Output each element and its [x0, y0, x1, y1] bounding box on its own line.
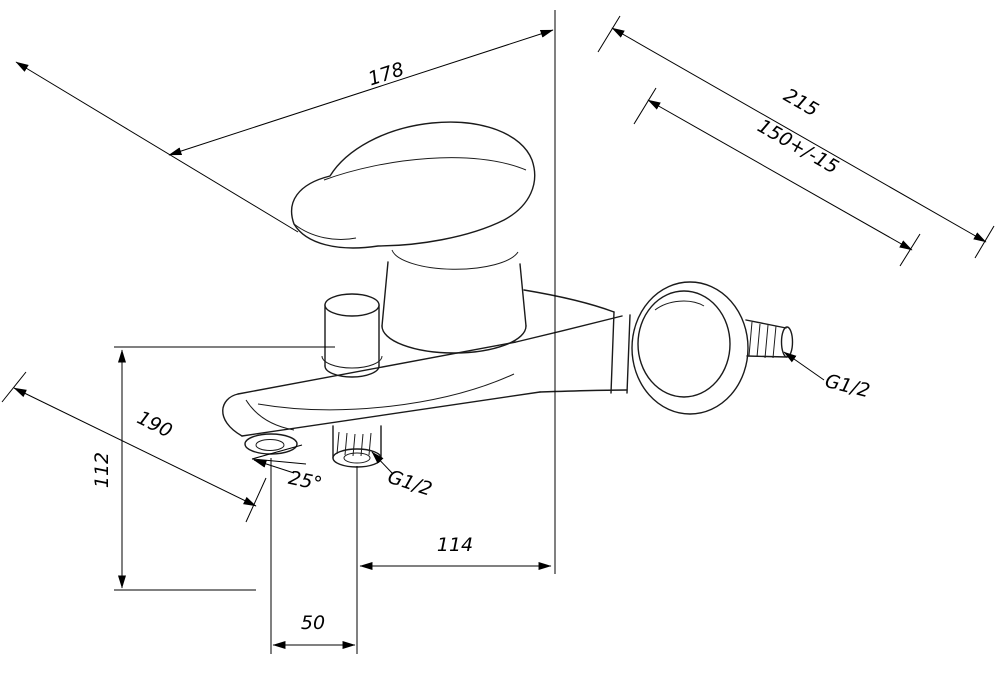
dim-label-190: 190: [134, 407, 176, 443]
dimension-annotations: 178 215 150+/-15 G1/2 190: [1, 10, 995, 654]
dim-label-215: 215: [780, 84, 822, 121]
dimension-114: 114: [356, 10, 556, 654]
dimension-112: 112: [91, 346, 335, 591]
thread-label-right-text: G1/2: [823, 370, 872, 402]
wall-thread-nipple: [745, 319, 794, 359]
shower-outlet-thread: [332, 425, 382, 468]
dim-label-25: 25°: [286, 467, 324, 496]
dimension-angle-25: 25°: [251, 444, 324, 496]
cartridge-body: [381, 261, 527, 354]
thread-label-right: G1/2: [783, 351, 872, 402]
dim-label-114: 114: [437, 534, 473, 556]
wall-flange: [631, 281, 749, 415]
dim-label-112: 112: [91, 452, 113, 488]
dimension-150: 150+/-15: [633, 87, 921, 267]
body-spout: [222, 315, 623, 437]
thread-label-bottom-text: G1/2: [385, 466, 435, 501]
faucet-drawing: [222, 121, 794, 468]
dimension-50: 50: [270, 458, 356, 654]
dim-label-50: 50: [301, 612, 325, 634]
dim-label-150: 150+/-15: [754, 115, 843, 179]
wall-eccentric: [523, 289, 631, 394]
dimension-190: 190: [1, 371, 267, 523]
lever-handle: [290, 121, 536, 270]
aerator-outlet: [244, 433, 298, 455]
dim-label-178: 178: [366, 58, 407, 90]
diverter-knob: [321, 293, 383, 378]
